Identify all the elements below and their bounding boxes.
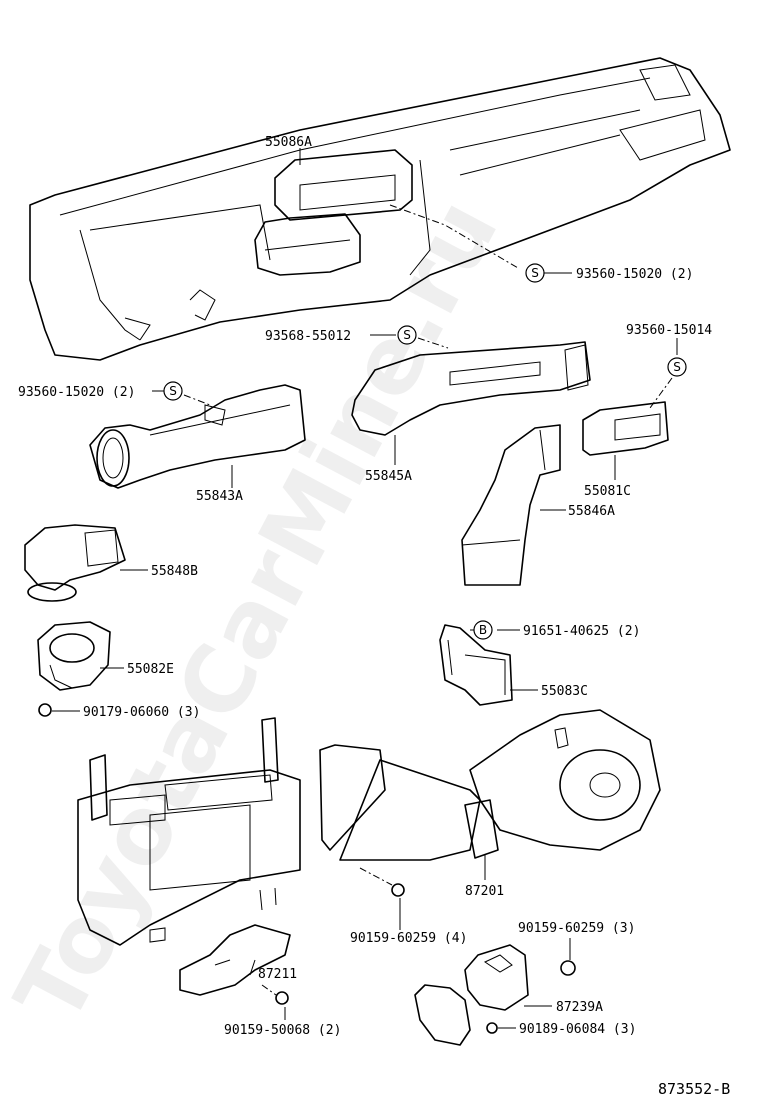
part-label-87239a: 87239A <box>556 1000 603 1015</box>
diagram-code: 873552-B <box>658 1080 730 1098</box>
heater-unit-assembly <box>77 717 301 946</box>
svg-text:B: B <box>479 623 487 637</box>
part-label-93560-15014: 93560-15014 <box>626 323 712 338</box>
leader-lines <box>52 148 678 1029</box>
duct-55083c <box>439 624 513 706</box>
part-label-55082e: 55082E <box>127 662 174 677</box>
watermark-text: ToyotaCarMine.ru <box>0 182 519 1040</box>
part-label-55848b: 55848B <box>151 564 198 579</box>
part-label-87201: 87201 <box>465 884 504 899</box>
s-symbol-2: S <box>397 325 417 345</box>
part-label-55083c: 55083C <box>541 684 588 699</box>
b-symbol: B <box>473 620 493 640</box>
s-symbol-4: S <box>163 381 183 401</box>
part-label-90189-06084: 90189-06084 (3) <box>519 1022 636 1037</box>
duct-55846a <box>461 424 561 586</box>
part-label-90159-60259-3: 90159-60259 (3) <box>518 921 635 936</box>
duct-87211 <box>179 924 291 996</box>
center-vent-55086a <box>254 149 413 276</box>
part-label-93560-15020-left: 93560-15020 (2) <box>18 385 135 400</box>
part-label-90159-60259-4: 90159-60259 (4) <box>350 931 467 946</box>
svg-text:S: S <box>169 384 177 398</box>
dashboard-panel-illustration <box>29 57 731 361</box>
vent-55081c <box>582 401 669 456</box>
svg-text:S: S <box>403 328 411 342</box>
part-label-55081c: 55081C <box>584 484 631 499</box>
cover-87239a <box>414 944 529 1046</box>
duct-55843a <box>89 384 306 489</box>
part-label-55843a: 55843A <box>196 489 243 504</box>
nozzle-55848b <box>24 524 126 602</box>
part-label-90159-50068: 90159-50068 (2) <box>224 1023 341 1038</box>
svg-text:S: S <box>531 266 539 280</box>
part-label-93568-55012: 93568-55012 <box>265 329 351 344</box>
part-label-93560-15020-top: 93560-15020 (2) <box>576 267 693 282</box>
part-label-87211: 87211 <box>258 967 297 982</box>
s-symbol-1: S <box>525 263 545 283</box>
part-label-90179-06060: 90179-06060 (3) <box>83 705 200 720</box>
duct-55845a <box>351 341 591 436</box>
part-label-91651-40625: 91651-40625 (2) <box>523 624 640 639</box>
svg-text:S: S <box>673 360 681 374</box>
part-label-55846a: 55846A <box>568 504 615 519</box>
part-label-55845a: 55845A <box>365 469 412 484</box>
register-55082e <box>37 621 111 691</box>
blower-unit-87201 <box>319 709 661 861</box>
s-symbol-3: S <box>667 357 687 377</box>
fastener-symbols <box>38 703 576 1034</box>
part-label-55086a: 55086A <box>265 135 312 150</box>
